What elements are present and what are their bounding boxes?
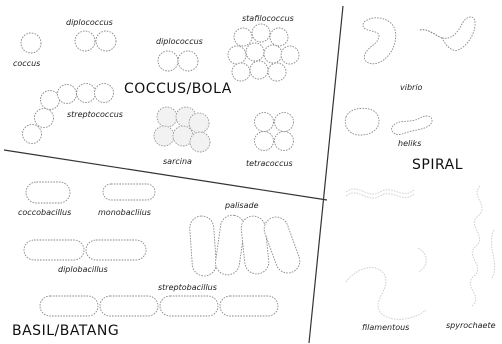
label-diplococcus-1: diplococcus [66,19,113,27]
coccobacillus-shape [26,182,70,203]
label-coccus: coccus [13,60,40,68]
tetracoccus-shape [255,113,294,151]
streptobacillus-shape [40,296,278,316]
divider-vertical [309,6,343,343]
label-sarcina: sarcina [163,158,192,166]
section-title-coccus: COCCUS/BOLA [124,82,232,96]
spyrochaete-shape [470,186,494,306]
label-streptococcus: streptococcus [67,111,123,119]
coccus-shape [21,33,41,53]
vibrio-shape [363,18,396,64]
palisade-shape [189,214,303,277]
spiral-tailed-shape [420,17,475,50]
sarcina-shape [154,107,210,152]
diplococcus-shape-1 [75,31,116,51]
filamentous-shape [346,248,426,319]
section-title-basil: BASIL/BATANG [12,324,119,338]
label-palisade: palisade [225,202,259,210]
label-stafilococcus: stafilococcus [242,15,294,23]
vibrio-shape-2 [345,108,379,135]
label-streptobacillus: streptobacillus [158,284,217,292]
spirillum-faint-shape [346,189,414,198]
label-spyrochaete: spyrochaete [446,322,496,330]
label-heliks: heliks [398,140,421,148]
section-title-spiral: SPIRAL [412,158,463,172]
stafilococcus-shape [228,24,299,81]
label-diplobacillus: diplobacillus [58,266,108,274]
monobacillus-shape [103,184,155,200]
label-vibrio: vibrio [400,84,422,92]
diplobacillus-shape [24,240,146,260]
label-filamentous: filamentous [362,324,409,332]
heliks-shape [392,116,432,135]
label-diplococcus-2: diplococcus [156,38,203,46]
label-tetracoccus: tetracoccus [246,160,293,168]
diplococcus-shape-2 [158,51,198,71]
label-coccobacillus: coccobacillus [18,209,71,217]
label-monobacillus: monobacliius [98,209,151,217]
